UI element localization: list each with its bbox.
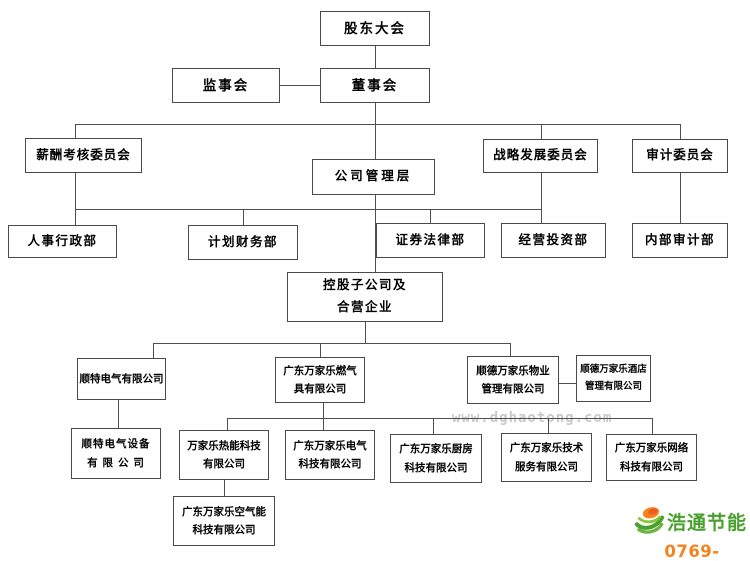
org-node-label: 顺德万家乐物业 [476, 364, 550, 377]
connector-line [323, 403, 324, 430]
org-node-label: 人事行政部 [27, 233, 98, 248]
org-node-planning-finance-dept: 计划财务部 [188, 225, 298, 260]
connector-line [365, 322, 366, 343]
org-node-label: 控股子公司及 [322, 278, 407, 293]
org-node-label: 服务有限公司 [515, 460, 578, 473]
org-node-holding-subsidiaries: 控股子公司及合营企业 [287, 272, 443, 322]
org-node-label: 有 限 公 司 [87, 456, 145, 469]
logo-phone-number: 0769-22664029 [644, 542, 739, 561]
org-node-label: 董事会 [351, 77, 399, 93]
org-node-label: 广东万家乐技术 [509, 442, 584, 455]
org-node-label: 有限公司 [203, 458, 245, 470]
connector-line [559, 383, 576, 384]
org-node-label: 战略发展委员会 [493, 148, 588, 163]
connector-line [320, 343, 321, 357]
logo-company-name: 浩通节能 [667, 512, 748, 534]
org-node-shareholders-meeting: 股东大会 [320, 11, 430, 46]
org-node-remuneration-committee: 薪酬考核委员会 [25, 138, 142, 173]
org-node-macro-air-energy: 广东万家乐空气能科技有限公司 [173, 496, 275, 546]
org-node-label: 具有限公司 [293, 383, 347, 395]
org-node-label: 经营投资部 [518, 232, 589, 247]
org-node-shunte-electric: 顺特电气有限公司 [77, 358, 166, 400]
org-node-label: 证券法律部 [395, 232, 466, 247]
org-node-label: 科技有限公司 [298, 458, 362, 470]
org-node-hr-admin-dept: 人事行政部 [8, 225, 117, 258]
org-node-strategy-committee: 战略发展委员会 [483, 139, 598, 173]
connector-line [75, 173, 76, 225]
connector-line [227, 418, 652, 419]
connector-line [75, 124, 76, 138]
org-node-label: 广东万家乐电气 [293, 439, 367, 452]
org-node-label: 科技有限公司 [404, 461, 468, 474]
org-node-label: 计划财务部 [207, 234, 278, 249]
org-node-shunte-electric-equipment: 顺特电气设备有 限 公 司 [71, 428, 161, 479]
connector-line [510, 343, 511, 356]
org-node-operation-investment-dept: 经营投资部 [501, 223, 606, 258]
org-node-label: 广东万家乐网络 [614, 442, 689, 455]
org-node-label: 科技有限公司 [192, 524, 256, 536]
org-node-label: 顺德万家乐酒店 [580, 363, 647, 375]
connector-line [153, 343, 154, 358]
org-node-label: 监事会 [202, 77, 250, 93]
connector-line [541, 124, 542, 139]
connector-line [375, 195, 376, 272]
connector-line [375, 103, 376, 159]
org-node-label: 审计委员会 [646, 148, 714, 163]
org-node-label: 管理有限公司 [584, 380, 642, 392]
org-node-label: 广东万家乐空气能 [182, 505, 266, 518]
org-node-securities-legal-dept: 证券法律部 [376, 223, 485, 258]
org-node-macro-network-tech: 广东万家乐网络科技有限公司 [606, 434, 697, 481]
connector-line [75, 209, 541, 210]
haotong-logo: 浩通节能 0769-22664029 [634, 505, 750, 561]
org-node-label: 顺特电气设备 [81, 438, 151, 451]
org-node-label: 公司管理层 [334, 169, 413, 184]
org-node-macro-electric-tech: 广东万家乐电气科技有限公司 [285, 430, 375, 480]
connector-line [680, 173, 681, 223]
org-node-macro-gas-appliance: 广东万家乐燃气具有限公司 [275, 357, 365, 403]
connector-line [75, 124, 680, 125]
connector-line [243, 209, 244, 225]
org-node-label: 广东万家乐厨房 [399, 443, 473, 456]
connector-line [680, 124, 681, 139]
org-node-macro-kitchen-tech: 广东万家乐厨房科技有限公司 [390, 434, 482, 483]
connector-line [118, 400, 119, 428]
org-node-label: 薪酬考核委员会 [36, 147, 131, 162]
connector-line [153, 343, 510, 344]
connector-line [280, 85, 320, 86]
org-node-company-management: 公司管理层 [312, 159, 435, 195]
org-node-supervisory-board: 监事会 [172, 68, 280, 103]
connector-line [375, 46, 376, 68]
org-node-board-of-directors: 董事会 [320, 68, 430, 103]
org-node-internal-audit-dept: 内部审计部 [632, 223, 728, 258]
connector-line [433, 418, 434, 434]
org-node-label: 广东万家乐燃气 [283, 364, 357, 377]
leaf-globe-icon [634, 505, 665, 541]
connector-line [430, 209, 431, 223]
org-node-macro-thermal-energy: 万家乐热能科技有限公司 [179, 430, 269, 480]
org-node-audit-committee: 审计委员会 [632, 139, 728, 173]
org-node-shunde-macro-hotel: 顺德万家乐酒店管理有限公司 [576, 355, 651, 402]
logo-row: 浩通节能 [634, 505, 750, 541]
org-node-shunde-macro-property: 顺德万家乐物业管理有限公司 [467, 356, 559, 404]
connector-line [224, 480, 225, 496]
org-node-label: 管理有限公司 [481, 383, 545, 395]
org-node-label: 万家乐热能科技 [187, 439, 261, 452]
connector-line [541, 173, 542, 223]
org-node-label: 内部审计部 [644, 232, 715, 247]
org-node-label: 顺特电气有限公司 [79, 372, 164, 385]
org-node-macro-technical-service: 广东万家乐技术服务有限公司 [501, 433, 592, 482]
connector-line [652, 418, 653, 434]
connector-line [548, 418, 549, 433]
org-node-label: 科技有限公司 [620, 460, 683, 473]
connector-line [227, 418, 228, 430]
org-node-label: 合营企业 [336, 300, 393, 314]
org-node-label: 股东大会 [344, 20, 406, 36]
